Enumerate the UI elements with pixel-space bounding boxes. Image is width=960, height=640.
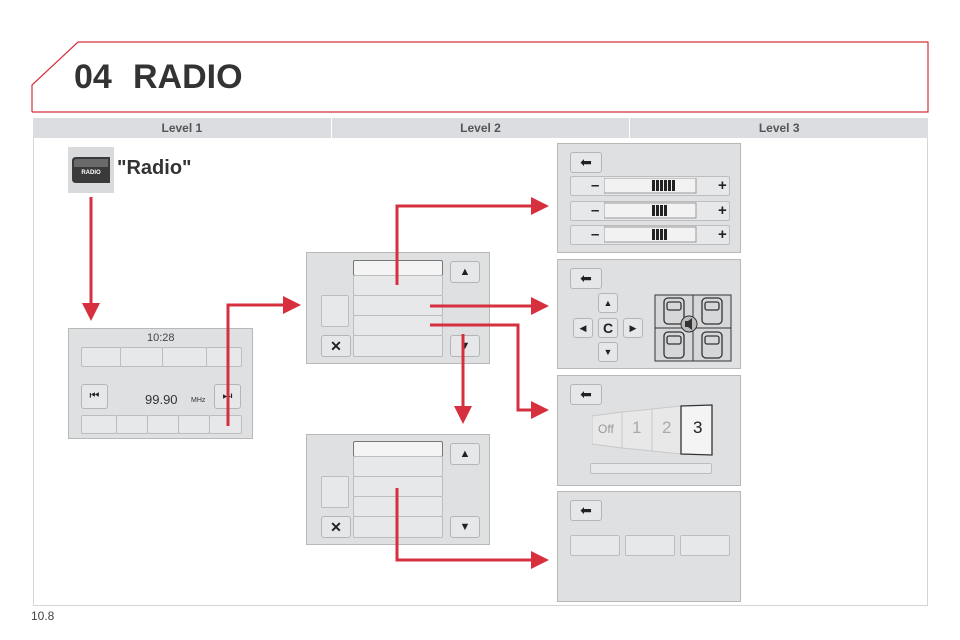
level3-balance-panel: ⬅ ▲ ◀ C ▶ ▼ — [557, 259, 741, 369]
audio-minus-1[interactable]: – — [591, 177, 600, 194]
arrow-down-icon: ▼ — [459, 521, 471, 533]
audio-level-bars — [604, 178, 697, 243]
menu-a-close-button[interactable]: ✕ — [321, 335, 351, 357]
level3-fade-panel: ⬅ Off 1 2 3 — [557, 375, 741, 486]
frequency-value: 99.90 — [145, 392, 178, 407]
menu-a-down-button[interactable]: ▼ — [450, 335, 480, 357]
frequency-unit: MHz — [191, 397, 206, 404]
menu-b-close-button[interactable]: ✕ — [321, 516, 351, 538]
balance-right-button[interactable]: ▶ — [623, 318, 643, 338]
balance-center-button[interactable]: C — [598, 318, 618, 338]
fade-back-button[interactable]: ⬅ — [570, 384, 602, 405]
fade-off-label[interactable]: Off — [598, 422, 614, 436]
fade-step-1[interactable]: 1 — [632, 418, 642, 437]
level-2-heading: Level 2 — [332, 118, 631, 138]
close-icon: ✕ — [330, 518, 342, 535]
balance-up-button[interactable]: ▲ — [598, 293, 618, 313]
back-arrow-icon: ⬅ — [580, 154, 592, 170]
audio-back-button[interactable]: ⬅ — [570, 152, 602, 173]
menu-b-down-button[interactable]: ▼ — [450, 516, 480, 538]
menu-a-thumbnail — [321, 295, 349, 327]
header-frame — [31, 41, 929, 113]
option-2[interactable] — [625, 535, 675, 556]
fade-step-2[interactable]: 2 — [662, 418, 672, 437]
audio-plus-2[interactable]: + — [718, 202, 727, 219]
seek-back-button[interactable]: ⏮ — [81, 384, 108, 409]
menu-a-up-button[interactable]: ▲ — [450, 261, 480, 283]
level-1-heading: Level 1 — [33, 118, 332, 138]
fade-steps — [592, 404, 713, 456]
radio-key-text: RADIO — [81, 170, 101, 176]
back-arrow-icon: ⬅ — [580, 502, 592, 518]
option-3[interactable] — [680, 535, 730, 556]
audio-minus-3[interactable]: – — [591, 226, 600, 243]
balance-left-button[interactable]: ◀ — [573, 318, 593, 338]
audio-plus-1[interactable]: + — [718, 177, 727, 194]
arrow-down-icon: ▼ — [459, 340, 471, 352]
level-3-heading: Level 3 — [758, 121, 800, 135]
menu-b-thumbnail — [321, 476, 349, 508]
seek-back-icon: ⏮ — [89, 390, 100, 402]
levels-bar: Level 1 Level 2 Level 3 — [33, 118, 928, 138]
menu-b-up-button[interactable]: ▲ — [450, 443, 480, 465]
balance-down-button[interactable]: ▼ — [598, 342, 618, 362]
content-frame — [33, 138, 928, 606]
menu-a-item-4[interactable] — [353, 335, 443, 357]
page-title: RADIO — [133, 58, 243, 96]
back-arrow-icon: ⬅ — [580, 386, 592, 402]
arrow-up-icon: ▲ — [459, 266, 471, 278]
level1-screen: 10:28 ⏮ 99.90 MHz ⏭ — [68, 328, 253, 439]
audio-plus-3[interactable]: + — [718, 226, 727, 243]
close-icon: ✕ — [330, 337, 342, 354]
chapter-number: 04 — [74, 58, 112, 96]
audio-minus-2[interactable]: – — [591, 202, 600, 219]
level3-options-panel: ⬅ — [557, 491, 741, 602]
arrow-left-icon: ◀ — [579, 322, 587, 333]
arrow-down-icon: ▼ — [603, 347, 613, 357]
car-seats-diagram — [654, 294, 732, 362]
fade-step-3[interactable]: 3 — [693, 418, 703, 437]
radio-button-icon: RADIO — [72, 157, 110, 183]
arrow-up-icon: ▲ — [459, 448, 471, 460]
radio-label: "Radio" — [117, 157, 192, 179]
arrow-up-icon: ▲ — [603, 298, 613, 308]
radio-key[interactable]: RADIO — [68, 147, 114, 193]
clock-time: 10:28 — [147, 332, 175, 344]
option-1[interactable] — [570, 535, 620, 556]
level3-audio-panel: ⬅ – – – + + + — [557, 143, 741, 253]
preset-4[interactable] — [206, 347, 242, 367]
page-number: 10.8 — [31, 609, 55, 623]
arrow-right-icon: ▶ — [629, 322, 637, 333]
options-back-button[interactable]: ⬅ — [570, 500, 602, 521]
fade-bar — [590, 463, 712, 474]
back-arrow-icon: ⬅ — [580, 270, 592, 286]
balance-back-button[interactable]: ⬅ — [570, 268, 602, 289]
source-5[interactable] — [209, 415, 242, 434]
